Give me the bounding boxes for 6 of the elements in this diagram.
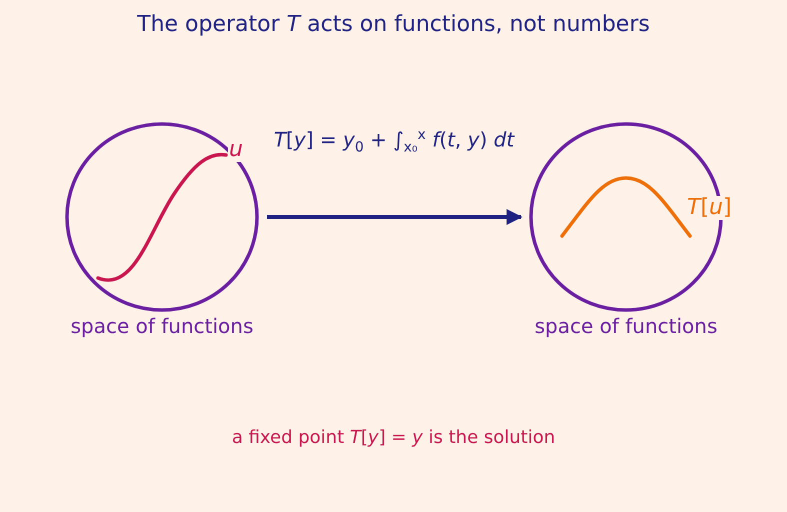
function-label: T[u] [686, 196, 733, 220]
note: a fixed point T[y] = y is the solution [230, 427, 556, 448]
node-heading: space of functions [534, 314, 718, 338]
title: The operator T acts on functions, not numbers [136, 12, 651, 37]
node-heading: space of functions [70, 314, 254, 338]
arrow [267, 209, 523, 225]
